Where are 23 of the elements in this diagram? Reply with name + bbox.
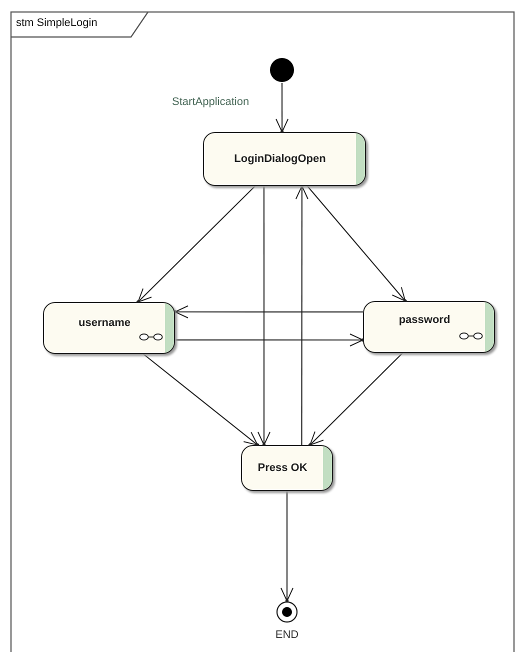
frame-title: stm SimpleLogin xyxy=(16,17,98,29)
initial-state xyxy=(269,57,295,83)
transition-arrow xyxy=(306,186,408,304)
transition-arrow xyxy=(175,334,366,346)
transition-arrow xyxy=(295,184,308,445)
state-box xyxy=(203,132,366,186)
state-name: LoginDialogOpen xyxy=(233,153,327,165)
state-name: username xyxy=(78,317,132,329)
state-box xyxy=(241,445,333,491)
state-caption: END xyxy=(275,629,299,641)
transition-arrow xyxy=(308,352,403,448)
final-state xyxy=(276,601,298,623)
edge-label: StartApplication xyxy=(172,96,250,108)
transition-arrow xyxy=(280,491,294,604)
state-box xyxy=(363,301,495,353)
transition-arrow xyxy=(142,354,260,448)
transition-arrow xyxy=(172,305,363,318)
transition-arrow xyxy=(258,186,270,448)
transition-arrow xyxy=(276,83,289,134)
state-name: password xyxy=(398,314,452,326)
transition-arrow xyxy=(136,186,256,304)
state-name: Press OK xyxy=(256,462,308,474)
state-box xyxy=(43,302,175,354)
